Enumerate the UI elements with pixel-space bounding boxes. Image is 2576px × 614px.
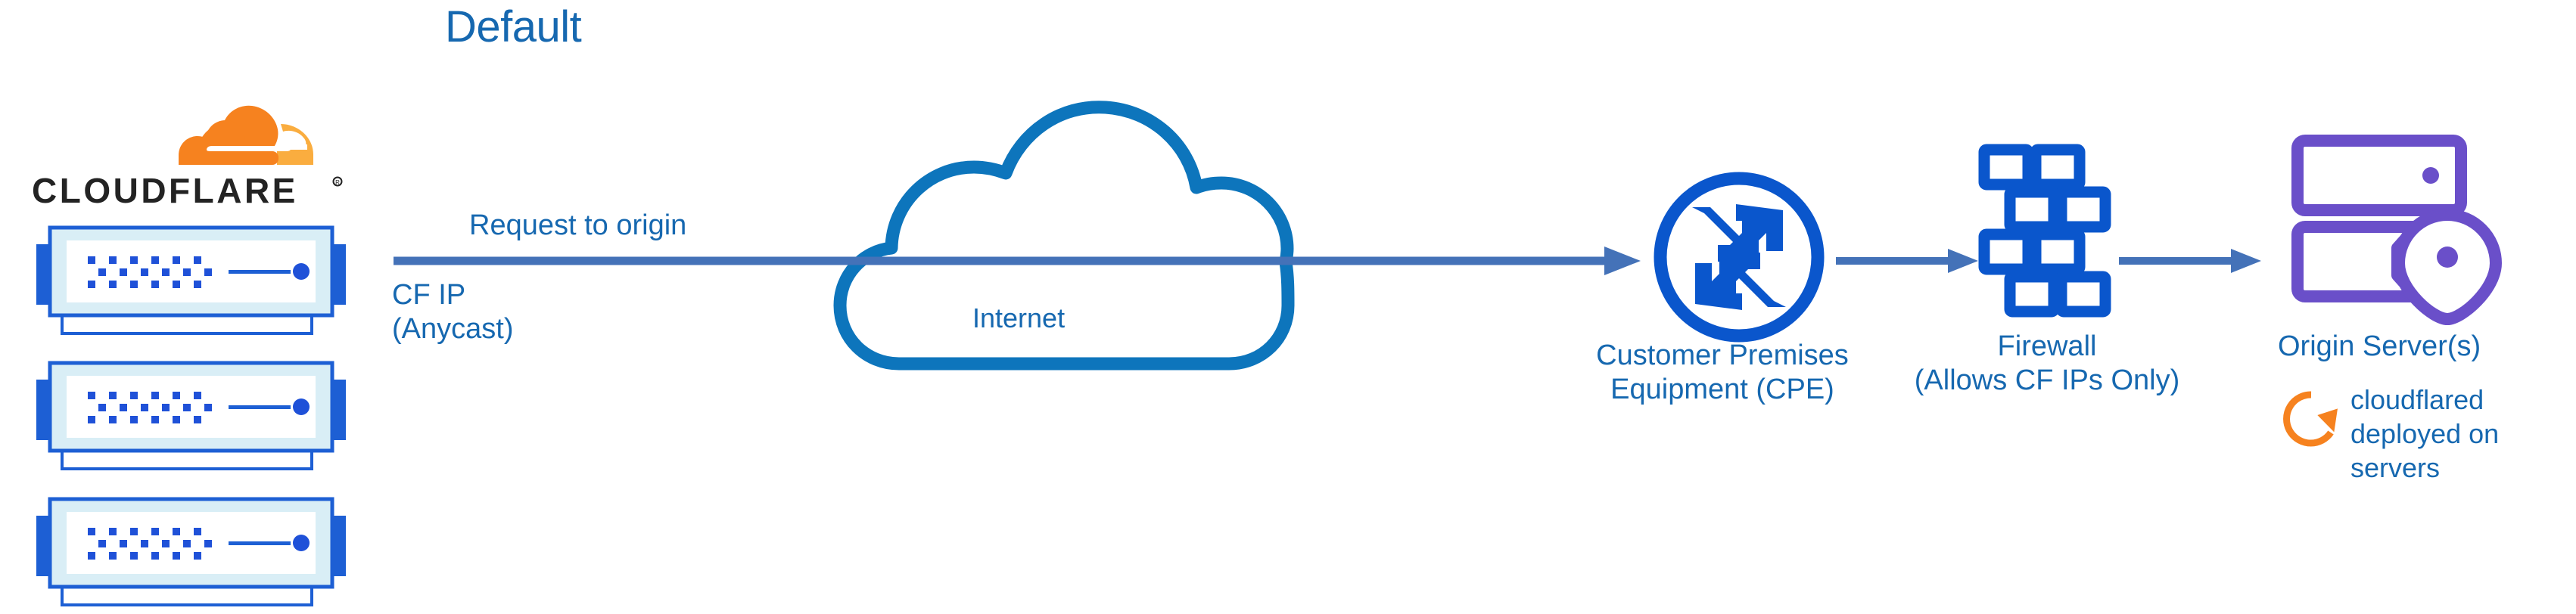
cpe-label-line2: Equipment (CPE) xyxy=(1610,373,1834,405)
cf-ip-line2: (Anycast) xyxy=(392,312,514,345)
svg-text:R: R xyxy=(335,179,340,186)
cloudflare-logo: CLOUDFLARE R xyxy=(32,104,350,218)
origin-server-label: Origin Server(s) xyxy=(2278,330,2481,362)
page-title: Default xyxy=(445,2,582,51)
sync-refresh-circle-icon xyxy=(2279,387,2343,451)
cloudflared-label-line2: deployed on xyxy=(2350,418,2500,449)
cf-edge-server-3 xyxy=(30,493,352,610)
cf-edge-server-2 xyxy=(30,357,352,474)
cloudflare-wordmark: CLOUDFLARE R xyxy=(32,171,350,213)
firewall-label-line1: Firewall xyxy=(1997,330,2097,362)
cloudflared-label-line3: servers xyxy=(2350,452,2441,483)
cloudflared-label-line1: cloudflared xyxy=(2350,384,2484,415)
brick-wall-icon xyxy=(1977,144,2113,318)
svg-text:CLOUDFLARE: CLOUDFLARE xyxy=(32,171,298,210)
cloudflare-cloud-logo-icon xyxy=(173,104,316,171)
cpe-label-line1: Customer Premises xyxy=(1596,340,1849,371)
connector-cpe-to-firewall xyxy=(1836,247,1980,275)
router-four-arrows-circle-icon xyxy=(1648,166,1830,348)
connector-request-to-origin xyxy=(394,243,1642,278)
connector-firewall-to-origin xyxy=(2119,247,2263,275)
edge-label-request-to-origin: Request to origin xyxy=(469,209,687,241)
server-rack-location-pin-icon xyxy=(2291,135,2518,325)
firewall-label: Firewall(Allows CF IPs Only) xyxy=(1896,330,2198,398)
firewall-label-line2: (Allows CF IPs Only) xyxy=(1914,364,2180,396)
cf-edge-server-1 xyxy=(30,222,352,339)
internet-label: Internet xyxy=(972,302,1066,333)
edge-label-cf-ip-anycast: CF IP(Anycast) xyxy=(392,278,513,346)
cf-ip-line1: CF IP xyxy=(392,279,466,311)
